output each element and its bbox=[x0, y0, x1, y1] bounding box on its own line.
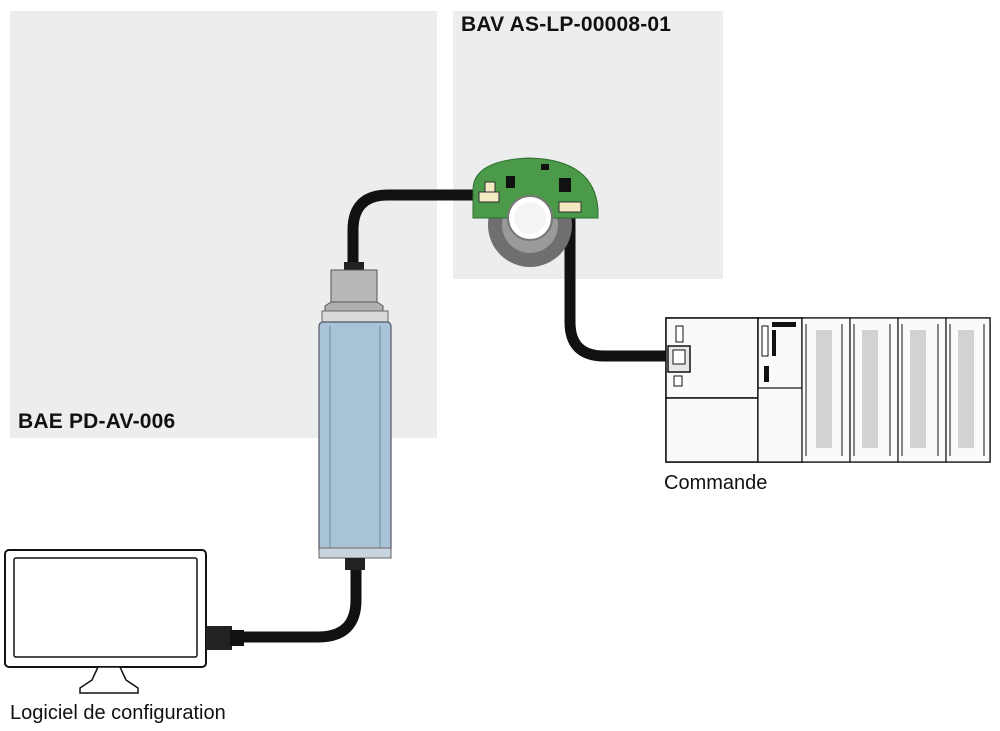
plc-controller-icon bbox=[665, 317, 991, 463]
monitor-icon bbox=[4, 549, 244, 694]
sensor-board-icon bbox=[472, 157, 599, 267]
software-label: Logiciel de configuration bbox=[10, 702, 226, 724]
device-label-bav: BAV AS-LP-00008-01 bbox=[461, 13, 672, 36]
device-label-bae: BAE PD-AV-006 bbox=[18, 410, 176, 433]
cable-board-to-plc bbox=[564, 212, 676, 362]
controller-label: Commande bbox=[664, 472, 768, 494]
cable-stick-to-board bbox=[347, 189, 478, 268]
cable-monitor-to-stick bbox=[240, 566, 362, 643]
usb-stick-icon bbox=[318, 262, 392, 570]
